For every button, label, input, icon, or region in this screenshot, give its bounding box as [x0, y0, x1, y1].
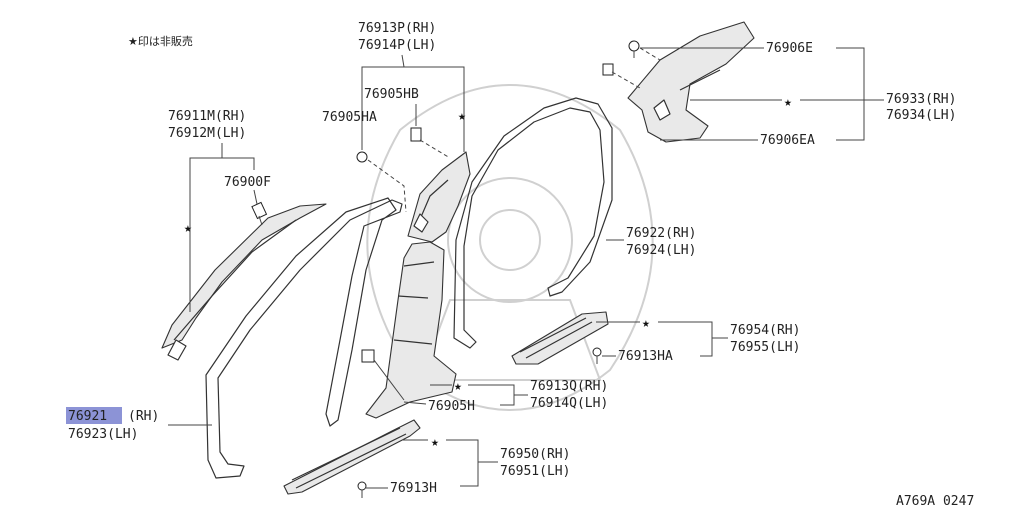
rear-door-weatherstrip[interactable] — [453, 97, 613, 349]
center-pillar-upper-garnish[interactable] — [407, 151, 471, 243]
label-76955[interactable]: 76955(LH) — [730, 340, 800, 355]
rear-pillar-garnish[interactable] — [627, 21, 755, 143]
label-76951[interactable]: 76951(LH) — [500, 464, 570, 479]
label-76923[interactable]: 76923(LH) — [68, 427, 138, 442]
label-76913p[interactable]: 76913P(RH) — [358, 21, 436, 36]
star-icon: ★ — [431, 435, 439, 450]
clip-76900f[interactable] — [251, 201, 268, 226]
front-door-weatherstrip[interactable] — [205, 197, 403, 479]
clip-76905hb[interactable] — [410, 127, 422, 142]
label-76950[interactable]: 76950(RH) — [500, 447, 570, 462]
star-icon: ★ — [458, 109, 466, 124]
screw-76913ha[interactable] — [592, 347, 602, 364]
rear-kicking-plate[interactable] — [511, 311, 609, 365]
label-76906ea[interactable]: 76906EA — [760, 133, 815, 148]
clip-76906e[interactable] — [628, 40, 640, 58]
label-76912m[interactable]: 76912M(LH) — [168, 126, 246, 141]
assembly-lines — [367, 47, 661, 213]
front-kicking-plate[interactable] — [283, 419, 421, 495]
label-76913ha[interactable]: 76913HA — [618, 349, 673, 364]
label-76922[interactable]: 76922(RH) — [626, 226, 696, 241]
catalog-code: A769A 0247 — [896, 494, 974, 509]
label-76913q[interactable]: 76913Q(RH) — [530, 379, 608, 394]
label-76911m[interactable]: 76911M(RH) — [168, 109, 246, 124]
front-pillar-garnish[interactable] — [161, 203, 327, 361]
label-76905h[interactable]: 76905H — [428, 399, 475, 414]
star-icon: ★ — [642, 316, 650, 331]
clip-76905h[interactable] — [361, 349, 375, 363]
label-76905hb[interactable]: 76905HB — [364, 87, 419, 102]
star-icon: ★ — [454, 379, 462, 394]
not-sold-markers: ★ ★ ★ ★ ★ ★ — [184, 95, 792, 450]
label-76914q[interactable]: 76914Q(LH) — [530, 396, 608, 411]
center-pillar-lower-garnish[interactable] — [365, 241, 457, 419]
part-labels: 76913P(RH) 76914P(LH) 76905HB 76905HA 76… — [66, 21, 956, 496]
star-icon: ★ — [184, 221, 192, 236]
not-sold-note: ★印は非販売 — [128, 35, 193, 48]
label-76954[interactable]: 76954(RH) — [730, 323, 800, 338]
clip-76905ha[interactable] — [356, 151, 368, 163]
label-76906e[interactable]: 76906E — [766, 41, 813, 56]
screw-76913h[interactable] — [357, 481, 367, 498]
label-76913h[interactable]: 76913H — [390, 481, 437, 496]
label-76905ha[interactable]: 76905HA — [322, 110, 377, 125]
clip-76906ea[interactable] — [602, 63, 614, 76]
star-icon: ★ — [784, 95, 792, 110]
label-76933[interactable]: 76933(RH) — [886, 92, 956, 107]
label-76921[interactable]: 76921 — [68, 409, 107, 424]
label-76900f[interactable]: 76900F — [224, 175, 271, 190]
label-76934[interactable]: 76934(LH) — [886, 108, 956, 123]
label-76914p[interactable]: 76914P(LH) — [358, 38, 436, 53]
leader-lines — [168, 47, 884, 489]
selected-part-highlight — [66, 407, 122, 424]
label-76921-side: (RH) — [128, 409, 159, 424]
label-76924[interactable]: 76924(LH) — [626, 243, 696, 258]
